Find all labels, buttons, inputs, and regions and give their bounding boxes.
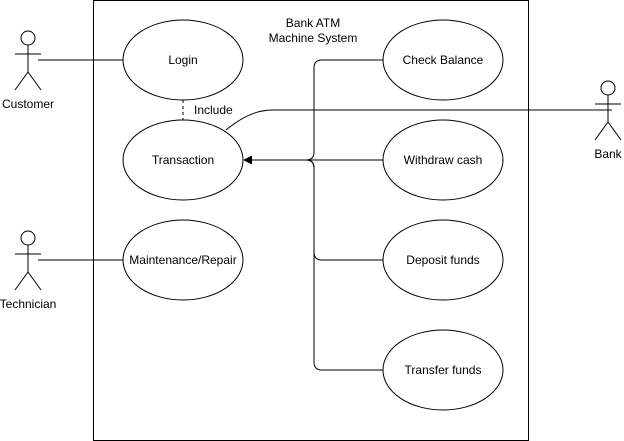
use-case-transaction-label: Transaction bbox=[152, 153, 214, 167]
use-case-maintenance-label: Maintenance/Repair bbox=[129, 253, 236, 267]
use-case-transaction[interactable]: Transaction bbox=[122, 119, 244, 201]
system-title-line1: Bank ATM bbox=[286, 16, 340, 30]
actor-customer-label: Customer bbox=[2, 97, 54, 111]
actor-bank[interactable] bbox=[594, 80, 622, 141]
actor-technician-label: Technician bbox=[0, 297, 56, 311]
use-case-check-balance[interactable]: Check Balance bbox=[382, 19, 504, 101]
deposit-branch bbox=[305, 159, 383, 261]
stick-figure-icon bbox=[14, 30, 42, 91]
bank-transaction-line bbox=[225, 109, 612, 131]
arrowhead-icon bbox=[243, 155, 252, 165]
use-case-withdraw-cash[interactable]: Withdraw cash bbox=[382, 119, 504, 201]
use-case-deposit-funds-label: Deposit funds bbox=[406, 253, 479, 267]
use-case-maintenance[interactable]: Maintenance/Repair bbox=[122, 219, 244, 301]
use-case-login[interactable]: Login bbox=[122, 19, 244, 101]
use-case-transfer-funds[interactable]: Transfer funds bbox=[382, 329, 504, 411]
actor-technician[interactable] bbox=[14, 230, 42, 291]
check-balance-branch bbox=[305, 59, 383, 161]
use-case-deposit-funds[interactable]: Deposit funds bbox=[382, 219, 504, 301]
use-case-transfer-funds-label: Transfer funds bbox=[405, 363, 482, 377]
use-case-login-label: Login bbox=[168, 53, 197, 67]
transfer-branch bbox=[305, 159, 383, 371]
stick-figure-icon bbox=[14, 230, 42, 291]
actor-customer[interactable] bbox=[14, 30, 42, 91]
use-case-check-balance-label: Check Balance bbox=[403, 53, 484, 67]
include-label: Include bbox=[194, 103, 233, 117]
system-title-line2: Machine System bbox=[269, 31, 358, 45]
connectors bbox=[38, 59, 612, 371]
stick-figure-icon bbox=[594, 80, 622, 141]
use-case-withdraw-cash-label: Withdraw cash bbox=[404, 153, 483, 167]
actor-bank-label: Bank bbox=[594, 147, 622, 161]
